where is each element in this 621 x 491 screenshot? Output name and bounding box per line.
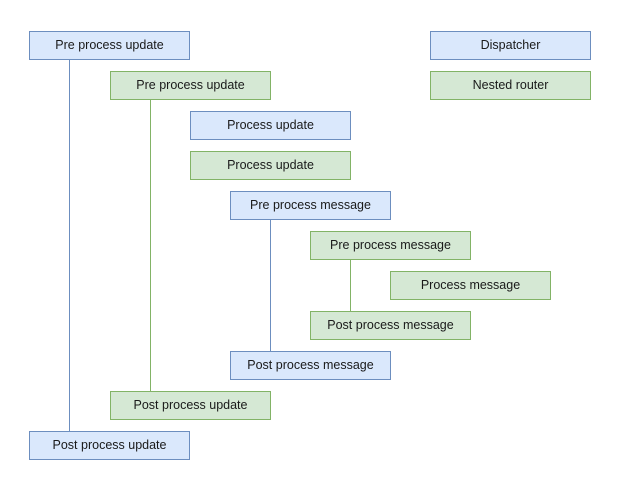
node-post-process-message-blue[interactable]: Post process message — [230, 351, 391, 380]
legend-item-dispatcher-blue[interactable]: Dispatcher — [430, 31, 591, 60]
connector-pre-to-post-process-update-router — [150, 100, 151, 391]
connector-pre-to-post-process-message-router — [350, 260, 351, 311]
node-process-update-green[interactable]: Process update — [190, 151, 351, 180]
legend-item-label: Nested router — [472, 78, 549, 93]
node-post-process-message-green[interactable]: Post process message — [310, 311, 471, 340]
node-pre-process-update-green[interactable]: Pre process update — [110, 71, 271, 100]
node-label: Post process message — [327, 318, 454, 333]
node-pre-process-message-blue[interactable]: Pre process message — [230, 191, 391, 220]
node-process-update-blue[interactable]: Process update — [190, 111, 351, 140]
connector-pre-to-post-process-message-dispatcher — [270, 220, 271, 351]
node-label: Post process update — [52, 438, 167, 453]
node-pre-process-update-blue[interactable]: Pre process update — [29, 31, 190, 60]
node-pre-process-message-green[interactable]: Pre process message — [310, 231, 471, 260]
node-label: Process message — [420, 278, 521, 293]
node-label: Process update — [227, 158, 314, 173]
node-process-message-green[interactable]: Process message — [390, 271, 551, 300]
node-label: Pre process update — [55, 38, 164, 53]
node-label: Post process update — [133, 398, 248, 413]
connector-pre-to-post-process-update-dispatcher — [69, 60, 70, 431]
node-label: Pre process message — [330, 238, 451, 253]
node-post-process-update-green[interactable]: Post process update — [110, 391, 271, 420]
legend-item-nested-router-green[interactable]: Nested router — [430, 71, 591, 100]
node-label: Post process message — [247, 358, 374, 373]
node-label: Process update — [227, 118, 314, 133]
node-label: Pre process message — [250, 198, 371, 213]
node-label: Pre process update — [136, 78, 245, 93]
node-post-process-update-blue[interactable]: Post process update — [29, 431, 190, 460]
legend-item-label: Dispatcher — [480, 38, 541, 53]
